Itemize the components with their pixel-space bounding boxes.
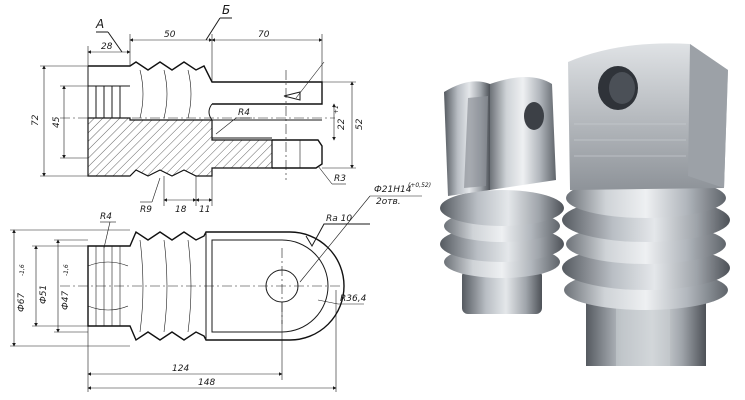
dim-45: 45 [52,116,62,128]
right-part-image [562,43,730,366]
product-photo [440,43,730,366]
dim-50: 50 [164,30,176,40]
dim-22-tolerance: +1 [333,105,340,114]
radius-r36: R36,4 [340,294,367,304]
dim-d67-outer-tolerance: -1,6 [19,264,26,276]
dim-d47-tolerance: -1,6 [63,264,70,276]
dim-148: 148 [198,378,215,388]
dim-d51: Ф51 [39,285,49,304]
top-view: 28 50 70 А Б 72 45 52 22 +1 R4 R3 [31,3,431,283]
dim-18: 18 [175,205,187,215]
roughness-note: Ra 10 [326,214,352,224]
dim-d67-outer: Ф67 [17,293,27,312]
view-label-b: Б [222,3,230,17]
dim-52: 52 [355,118,365,130]
dim-70: 70 [258,30,270,40]
dim-11: 11 [199,205,210,215]
view-label-a: А [95,17,104,31]
hole-note: Ф21Н14 [374,185,412,195]
hole-tolerance: (+0,52) [408,182,431,189]
dim-124: 124 [172,364,189,374]
radius-r4-bottom: R4 [100,212,112,222]
holes-count: 2отв. [376,197,401,207]
radius-r9: R9 [140,205,152,215]
dim-d47: Ф47 [61,291,71,310]
radius-r3: R3 [334,174,346,184]
radius-r4-top: R4 [238,108,250,118]
dim-72: 72 [31,114,41,126]
left-part-image [440,77,564,314]
dim-28: 28 [101,42,113,52]
bottom-view: Ra 10 R36,4 R4 Ф67 -1,6 Ф51 Ф47 -1,6 124… [10,212,370,392]
dim-22: 22 [337,118,347,130]
